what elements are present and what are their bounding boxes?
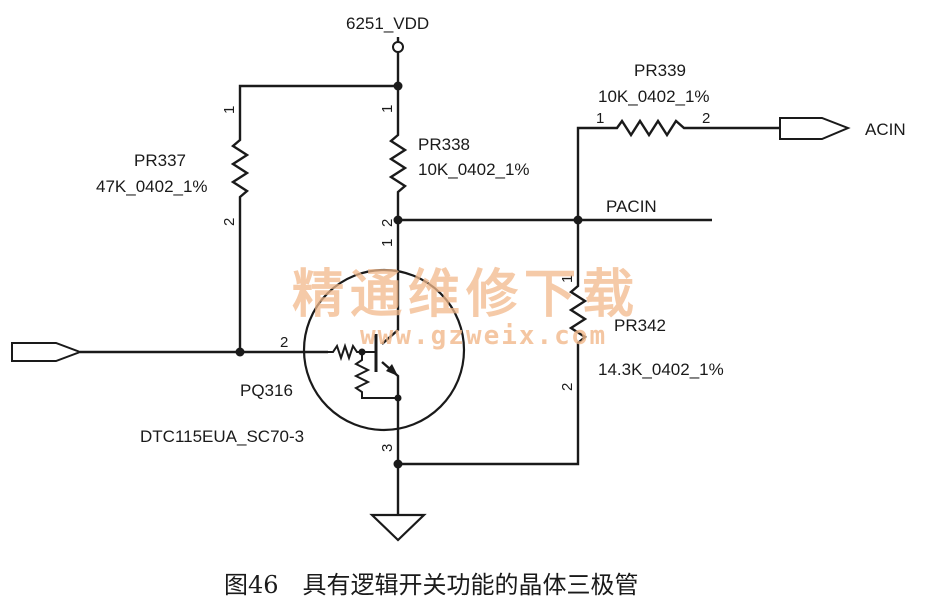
- pacin-net-label: PACIN: [606, 197, 657, 216]
- pr339-pin2-label: 2: [702, 110, 710, 127]
- pq316-part-label: DTC115EUA_SC70-3: [140, 427, 304, 446]
- acin-net-label: ACIN: [865, 120, 906, 139]
- vdd-label: 6251_VDD: [346, 14, 429, 33]
- vdd-power-symbol: [392, 37, 404, 86]
- pr342-ref-label: PR342: [614, 316, 666, 335]
- pr339-pin1-label: 1: [596, 110, 604, 127]
- pr338-ref-label: PR338: [418, 135, 470, 154]
- resistor-pr337: [230, 135, 250, 352]
- watermark-logo-text: 精通维修下载: [292, 264, 640, 325]
- transistor-pq316: [302, 220, 466, 464]
- watermark-url-text: www.gzweix.com: [360, 321, 607, 351]
- pr337-pin1-label: 1: [221, 106, 238, 114]
- resistor-pr339: [576, 118, 780, 220]
- pr338-value-label: 10K_0402_1%: [418, 160, 530, 179]
- ground-symbol: [369, 464, 427, 542]
- pr338-pin2-label: 2: [379, 219, 396, 227]
- pq316-ref-label: PQ316: [240, 381, 293, 400]
- figure-caption: 图46 具有逻辑开关功能的晶体三极管: [224, 571, 639, 599]
- resistor-pr342: [398, 220, 588, 466]
- pr338-pin1b-label: 1: [379, 239, 396, 247]
- pq316-emitter-pin-label: 3: [379, 444, 396, 452]
- pr342-value-label: 14.3K_0402_1%: [598, 360, 724, 379]
- junction-dot: [235, 347, 245, 357]
- acin-port-connector: [779, 117, 851, 140]
- pr338-pin1-label: 1: [379, 105, 396, 113]
- pr342-pin1-label: 1: [559, 275, 576, 283]
- resistor-pr338: [388, 86, 408, 220]
- pr337-pin2-label: 2: [221, 218, 238, 226]
- pr337-value-label: 47K_0402_1%: [96, 177, 208, 196]
- vdd-rail-wire: [238, 84, 398, 135]
- pq316-base-pin-label: 2: [280, 334, 288, 351]
- pr339-ref-label: PR339: [634, 61, 686, 80]
- pr339-value-label: 10K_0402_1%: [598, 87, 710, 106]
- pr342-pin2-label: 2: [559, 383, 576, 391]
- pr337-ref-label: PR337: [134, 151, 186, 170]
- input-port-connector: [11, 342, 83, 362]
